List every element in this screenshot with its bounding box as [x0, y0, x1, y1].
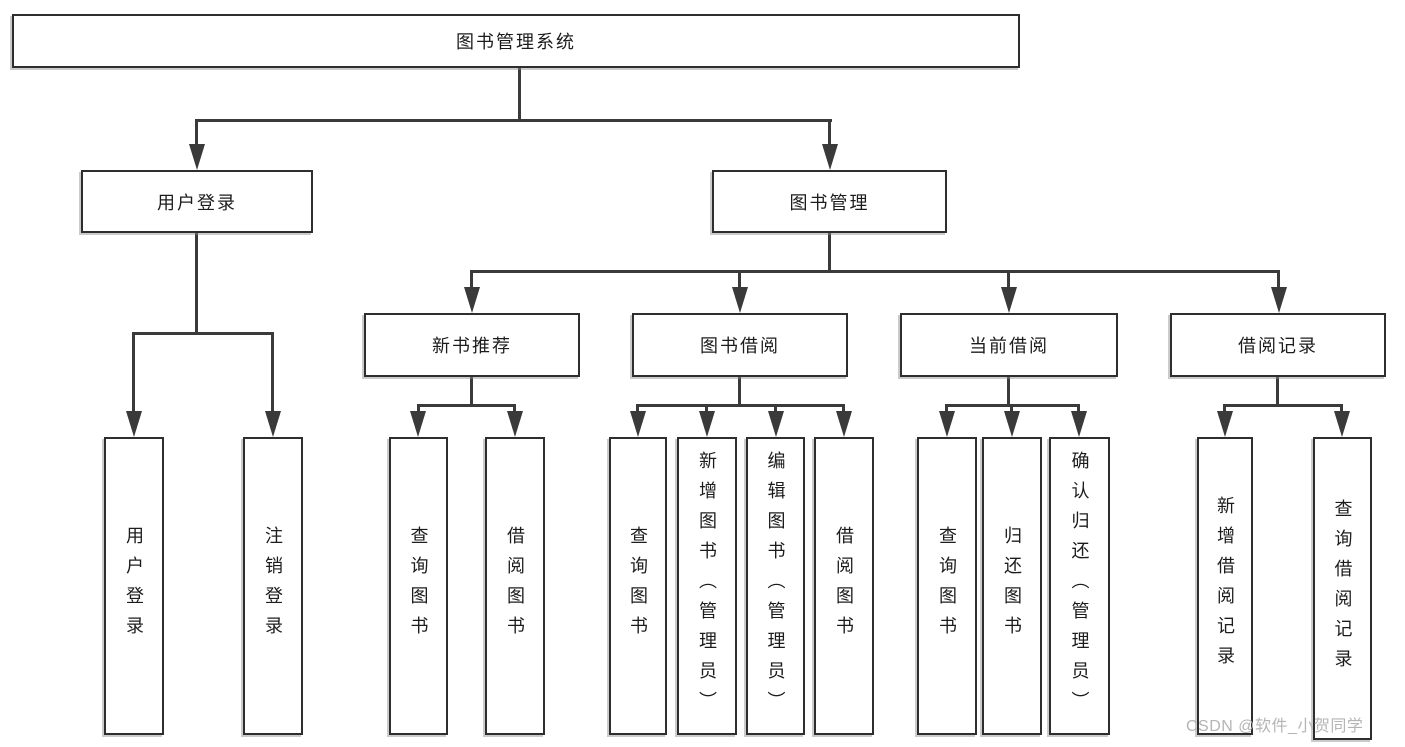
leaf-borrow-books-recommend: 借阅图书	[485, 437, 545, 735]
connector-stem	[945, 404, 948, 413]
leaf-label: 查询图书	[408, 526, 429, 646]
node-user-login: 用户登录	[81, 170, 313, 233]
csdn-watermark: CSDN @软件_小贺同学	[1186, 718, 1364, 735]
arrow-down-icon	[507, 411, 523, 437]
connector-drop	[738, 377, 741, 407]
connector-stem	[636, 404, 639, 413]
leaf-confirm-return-admin: 确认归还（管理员）	[1049, 437, 1110, 735]
leaf-label: 新增图书（管理员）	[697, 451, 717, 721]
arrow-down-icon	[836, 411, 852, 437]
connector-stem	[513, 404, 516, 413]
node-library-management-system: 图书管理系统	[12, 14, 1020, 68]
leaf-return-books: 归还图书	[982, 437, 1042, 735]
connector-stem	[828, 119, 831, 146]
arrow-down-icon	[699, 411, 715, 437]
connector-stem	[774, 404, 777, 413]
connector-level1-bus	[195, 119, 832, 122]
arrow-down-icon	[265, 411, 281, 437]
arrow-down-icon	[768, 411, 784, 437]
connector-stem	[470, 270, 473, 289]
leaf-user-login: 用户登录	[104, 437, 164, 735]
arrow-down-icon	[1271, 287, 1287, 313]
leaf-query-books-borrowing: 查询图书	[609, 437, 667, 735]
leaf-label: 用户登录	[124, 526, 144, 646]
connector-root-drop	[518, 68, 521, 120]
connector-stem	[1010, 404, 1013, 413]
leaf-label: 查询借阅记录	[1332, 498, 1353, 679]
leaf-label: 查询图书	[937, 526, 957, 646]
arrow-down-icon	[1334, 411, 1350, 437]
leaf-label: 借阅图书	[834, 526, 854, 646]
connector-bus	[636, 404, 845, 407]
leaf-add-books-admin: 新增图书（管理员）	[677, 437, 737, 735]
connector-stem	[417, 404, 420, 413]
connector-stem	[1277, 270, 1280, 289]
arrow-down-icon	[939, 411, 955, 437]
connector-drop	[1007, 377, 1010, 407]
arrow-down-icon	[410, 411, 426, 437]
leaf-label: 查询图书	[628, 526, 648, 646]
connector-stem	[1340, 404, 1343, 413]
leaf-borrow-books-borrowing: 借阅图书	[814, 437, 874, 735]
connector-stem	[842, 404, 845, 413]
leaf-label: 注销登录	[263, 526, 283, 646]
leaf-label: 归还图书	[1002, 526, 1022, 646]
leaf-edit-books-admin: 编辑图书（管理员）	[746, 437, 805, 735]
connector-stem	[132, 332, 135, 413]
connector-stem	[1077, 404, 1080, 413]
connector-bus	[417, 404, 516, 407]
arrow-down-icon	[822, 144, 838, 170]
connector-bookmgmt-drop	[828, 233, 831, 273]
connector-stem	[738, 270, 741, 289]
leaf-label: 借阅图书	[505, 526, 525, 646]
connector-level3-bus	[470, 270, 1280, 273]
arrow-down-icon	[126, 411, 142, 437]
connector-bus	[1223, 404, 1343, 407]
connector-stem	[705, 404, 708, 413]
arrow-down-icon	[464, 287, 480, 313]
leaf-label: 编辑图书（管理员）	[765, 451, 786, 721]
connector-drop	[470, 377, 473, 407]
arrow-down-icon	[1004, 411, 1020, 437]
connector-stem	[195, 119, 198, 146]
leaf-query-books-recommend: 查询图书	[389, 437, 448, 735]
arrow-down-icon	[630, 411, 646, 437]
connector-stem	[1007, 270, 1010, 289]
leaf-label: 新增借阅记录	[1215, 496, 1235, 676]
leaf-add-borrow-record: 新增借阅记录	[1197, 437, 1253, 735]
leaf-query-borrow-record: 查询借阅记录	[1313, 437, 1372, 740]
node-borrowing-records: 借阅记录	[1170, 313, 1386, 377]
node-book-management: 图书管理	[712, 170, 947, 233]
connector-drop	[1276, 377, 1279, 407]
leaf-label: 确认归还（管理员）	[1069, 451, 1090, 721]
connector-stem	[271, 332, 274, 413]
arrow-down-icon	[732, 287, 748, 313]
arrow-down-icon	[1001, 287, 1017, 313]
node-current-borrowing: 当前借阅	[900, 313, 1118, 377]
arrow-down-icon	[1071, 411, 1087, 437]
leaf-logout: 注销登录	[243, 437, 303, 735]
node-new-book-recommendation: 新书推荐	[364, 313, 580, 377]
connector-userlogin-bus	[132, 332, 274, 335]
arrow-down-icon	[1217, 411, 1233, 437]
connector-userlogin-drop	[195, 233, 198, 335]
node-book-borrowing: 图书借阅	[632, 313, 848, 377]
connector-stem	[1223, 404, 1226, 413]
leaf-query-books-current: 查询图书	[917, 437, 977, 735]
arrow-down-icon	[189, 144, 205, 170]
